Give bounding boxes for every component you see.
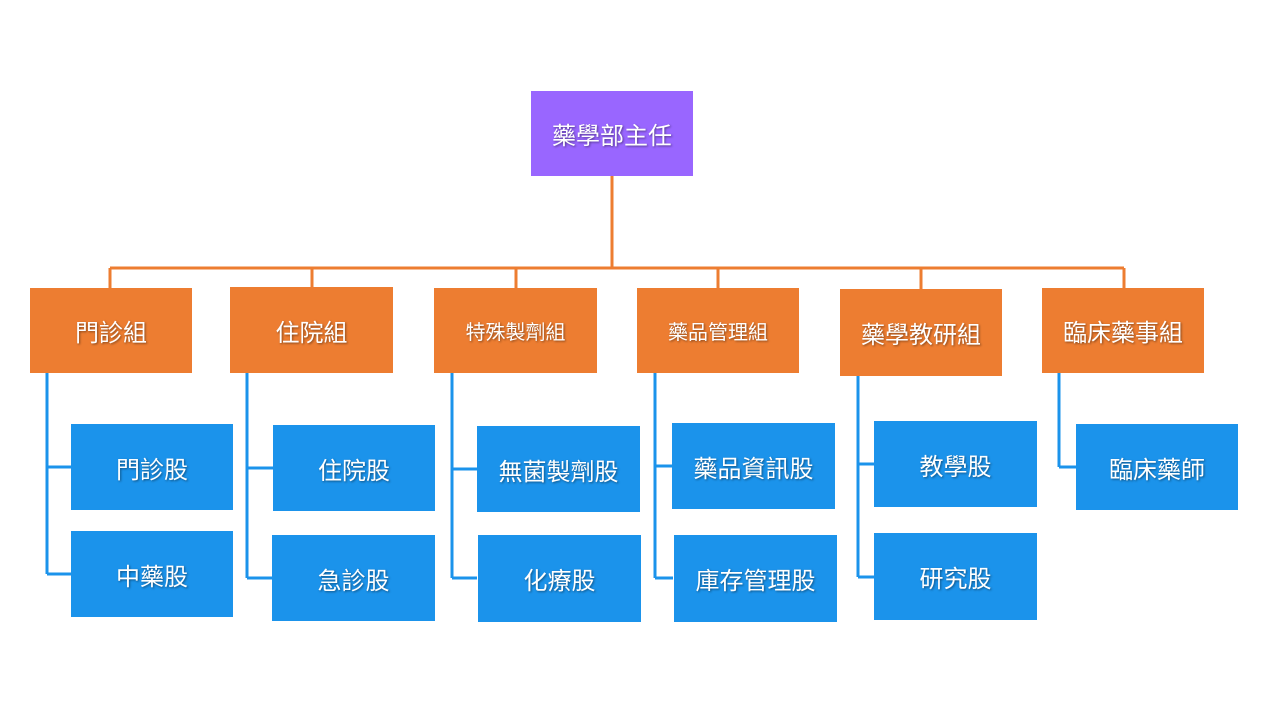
unit-label: 臨床藥師 [1109,455,1205,484]
unit-label: 住院股 [318,456,390,485]
unit-label: 教學股 [919,452,992,481]
group-node-special-preparation: 特殊製劑組 [434,288,597,373]
group-node-drug-management: 藥品管理組 [637,288,799,373]
unit-label: 門診股 [116,455,188,484]
group-node-clinical-pharmacy: 臨床藥事組 [1042,288,1204,373]
unit-label: 庫存管理股 [695,567,816,595]
unit-label: 藥品資訊股 [693,454,814,483]
unit-node: 急診股 [272,535,435,621]
unit-node: 住院股 [273,425,435,511]
root-label: 藥學部主任 [552,122,672,150]
unit-node: 門診股 [71,424,233,510]
unit-label: 中藥股 [116,562,188,591]
root-node: 藥學部主任 [531,91,693,176]
unit-node: 研究股 [874,533,1037,620]
group-label: 特殊製劑組 [465,320,566,344]
unit-node: 庫存管理股 [674,535,837,622]
group-connectors [108,176,1126,289]
group-node-inpatient: 住院組 [230,287,393,373]
unit-node: 中藥股 [71,531,233,617]
unit-node: 無菌製劑股 [477,426,640,512]
group-label: 臨床藥事組 [1063,319,1183,347]
unit-node: 教學股 [874,421,1037,507]
unit-label: 無菌製劑股 [498,457,619,486]
group-node-education-research: 藥學教研組 [840,289,1002,376]
unit-label: 研究股 [919,565,992,593]
unit-node: 化療股 [478,535,641,622]
unit-label: 急診股 [317,566,390,595]
group-label: 門診組 [75,319,147,347]
unit-node: 臨床藥師 [1076,424,1238,510]
group-label: 藥學教研組 [861,321,981,349]
unit-node: 藥品資訊股 [672,423,835,509]
group-label: 住院組 [275,318,348,347]
unit-label: 化療股 [523,567,596,595]
unit-connectors [45,373,1076,580]
group-label: 藥品管理組 [668,320,768,344]
group-node-outpatient: 門診組 [30,288,192,373]
